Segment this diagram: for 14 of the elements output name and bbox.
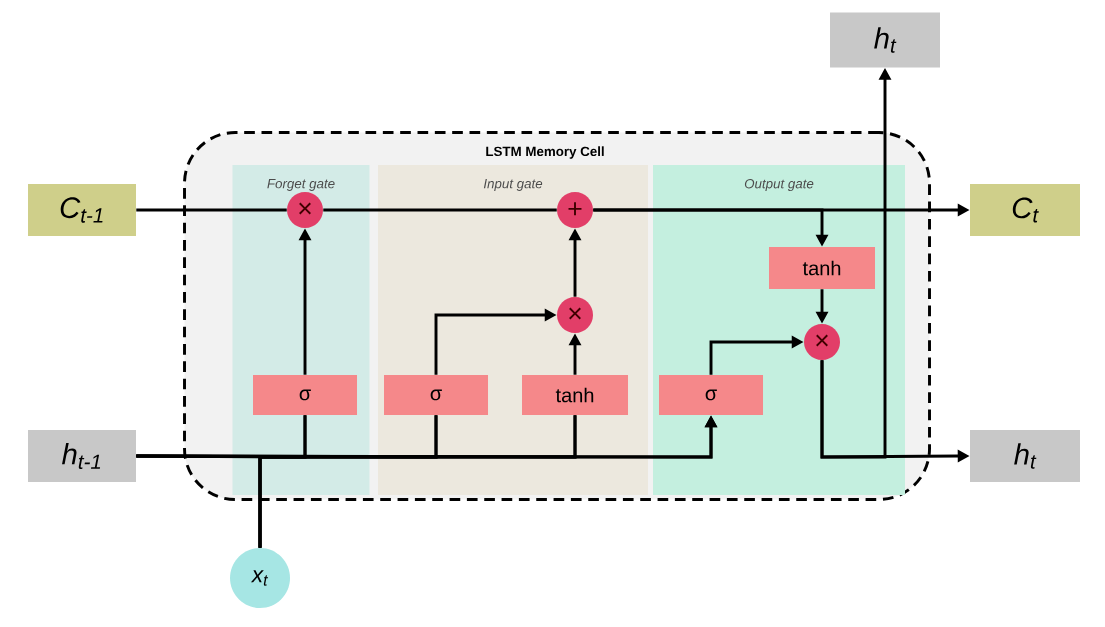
input-box: h$_{t-1}$: [28, 430, 136, 482]
cell-title: LSTM Memory Cell: [486, 146, 604, 159]
activation-box: σ: [659, 375, 763, 415]
gate-heading: Output gate: [744, 178, 814, 192]
output-box: h$_{t}$: [970, 430, 1080, 482]
output-box: C$_{t}$: [970, 184, 1080, 236]
activation-box: tanh: [522, 375, 628, 415]
gate-heading: Forget gate: [267, 179, 335, 191]
gate-heading: Input gate: [483, 179, 543, 191]
input-box: C$_{t-1}$: [28, 184, 136, 236]
activation-box: tanh: [769, 247, 875, 289]
output-box: h$_{t}$: [830, 12, 940, 68]
activation-box: σ: [253, 375, 357, 415]
activation-box: σ: [384, 375, 488, 415]
